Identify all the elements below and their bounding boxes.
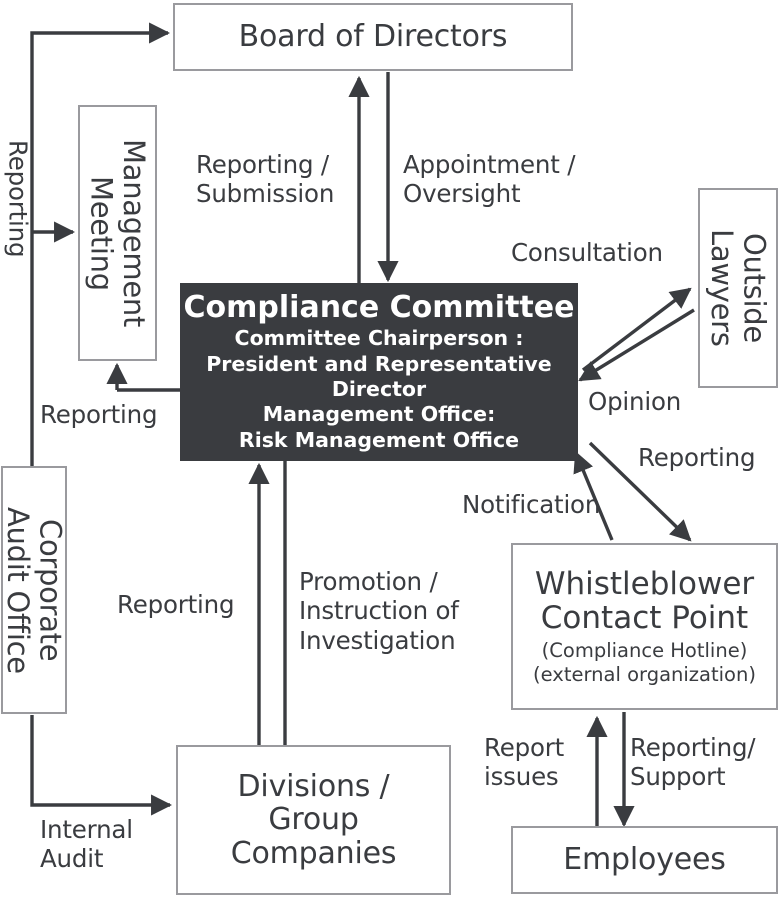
node-whistleblower-line2: Contact Point xyxy=(540,599,749,636)
edge-label-appointment-oversight: Appointment / Oversight xyxy=(403,150,576,209)
edge-label-reporting-divisions: Reporting xyxy=(117,590,235,619)
edge-label-opinion: Opinion xyxy=(588,387,682,416)
node-compliance-committee-sub4: Risk Management Office xyxy=(238,427,520,452)
edge-label-notification: Notification xyxy=(462,490,601,519)
edge-lawyers-to-committee xyxy=(578,308,695,382)
node-whistleblower-contact-point[interactable]: Whistleblower Contact Point (Compliance … xyxy=(511,543,778,710)
node-divisions-group-companies[interactable]: Divisions / Group Companies xyxy=(176,745,451,895)
edge-label-consultation: Consultation xyxy=(511,238,663,267)
node-board-of-directors[interactable]: Board of Directors xyxy=(173,3,573,71)
edge-label-reporting-support: Reporting/ Support xyxy=(630,733,756,792)
node-compliance-committee-sub3: Management Office: xyxy=(262,402,496,427)
edge-label-reporting-left: Reporting xyxy=(3,140,33,258)
edge-label-promotion-instruction: Promotion / Instruction of Investigation xyxy=(299,567,459,655)
node-whistleblower-sub1: (Compliance Hotline) xyxy=(541,638,748,662)
node-employees[interactable]: Employees xyxy=(511,826,778,894)
node-divisions-line3: Companies xyxy=(230,835,397,871)
node-divisions-line2: Group xyxy=(268,802,359,838)
node-whistleblower-line1: Whistleblower xyxy=(534,565,755,602)
node-board-label: Board of Directors xyxy=(238,19,508,55)
node-whistleblower-sub2: (external organization) xyxy=(533,662,756,686)
edge-committee-to-lawyers xyxy=(581,287,692,372)
node-divisions-line1: Divisions / xyxy=(237,768,390,804)
node-employees-label: Employees xyxy=(563,842,726,878)
edge-audit-to-divisions xyxy=(30,715,173,816)
edge-label-report-issues: Report issues xyxy=(484,733,565,792)
edge-label-reporting-to-management-meeting: Reporting xyxy=(40,400,158,429)
edge-label-reporting-whistleblower: Reporting xyxy=(638,443,756,472)
node-compliance-committee[interactable]: Compliance Committee Committee Chairpers… xyxy=(180,283,578,461)
edge-label-internal-audit: Internal Audit xyxy=(40,815,133,874)
node-compliance-committee-sub2: President and Representative Director xyxy=(206,351,552,402)
edge-label-reporting-submission: Reporting / Submission xyxy=(196,150,335,209)
node-compliance-committee-title: Compliance Committee xyxy=(183,289,575,325)
node-compliance-committee-sub1: Committee Chairperson : xyxy=(234,326,524,351)
